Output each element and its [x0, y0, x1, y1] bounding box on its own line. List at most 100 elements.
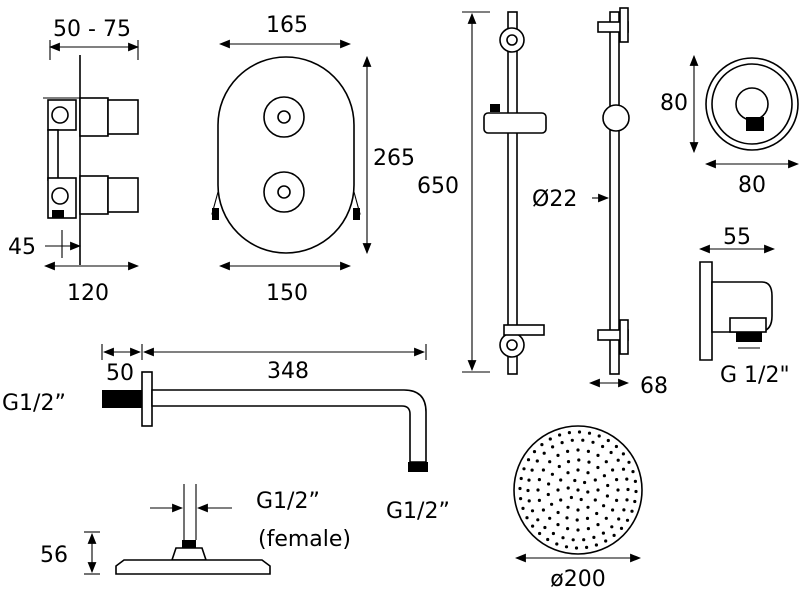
nozzle-dot — [546, 537, 550, 542]
dim-head-thread: G1/2” (female) — [150, 484, 351, 552]
nozzle-dot — [626, 487, 630, 492]
nozzle-dot — [566, 471, 570, 475]
nozzle-dot — [576, 468, 580, 472]
nozzle-dot — [585, 545, 589, 550]
nozzle-dot — [519, 497, 523, 501]
nozzle-dot — [566, 486, 570, 490]
nozzle-dot — [610, 525, 614, 529]
dim-plate-height: 265 — [362, 55, 415, 255]
dim-plate-width-top: 165 — [218, 13, 352, 49]
nozzle-dot — [567, 431, 572, 435]
nozzle-dot — [551, 531, 556, 536]
nozzle-dot — [535, 459, 539, 463]
nozzle-dot — [586, 471, 590, 475]
nozzle-dot — [625, 518, 630, 522]
nozzle-dot — [630, 509, 634, 513]
outlet-height-label: 80 — [660, 91, 688, 116]
dim-head-height: 56 — [40, 531, 100, 575]
nozzle-dot — [541, 468, 546, 472]
nozzle-dot — [532, 450, 537, 454]
nozzle-dot — [530, 468, 534, 472]
nozzle-dot — [566, 460, 571, 464]
nozzle-dot — [616, 488, 620, 492]
dim-head-diameter: ø200 — [514, 553, 642, 592]
nozzle-dot — [625, 477, 629, 481]
valve-side-view — [43, 55, 139, 265]
nozzle-dot — [596, 465, 600, 470]
dim-rail-projection: 68 — [588, 374, 668, 399]
nozzle-dot — [560, 441, 564, 445]
nozzle-dot — [556, 453, 560, 457]
nozzle-dot — [576, 528, 580, 532]
nozzle-dot — [537, 478, 542, 482]
nozzle-dot — [559, 498, 563, 502]
dim-arm-flange: 50 — [101, 344, 143, 386]
valve-depth-label: 50 - 75 — [53, 17, 131, 42]
nozzle-dot — [538, 531, 542, 536]
arm-outlet-thread-label: G1/2” — [386, 499, 450, 524]
nozzle-dot — [594, 543, 599, 547]
nozzle-dot — [531, 524, 535, 528]
nozzle-dot — [556, 488, 560, 492]
dim-arm-length: 348 — [142, 344, 427, 384]
dim-plate-width-bottom: 150 — [218, 261, 352, 306]
nozzle-dot — [556, 523, 560, 527]
nozzle-dot — [548, 437, 552, 441]
nozzle-dot — [542, 451, 546, 455]
nozzle-dot — [527, 478, 531, 482]
nozzle-dot — [583, 480, 587, 485]
nozzle-dot — [586, 490, 590, 494]
shower-arm — [102, 371, 428, 472]
elbow-depth-label: 55 — [723, 225, 751, 250]
nozzle-dot — [614, 444, 619, 449]
nozzle-dot — [519, 476, 523, 481]
nozzle-dot — [573, 478, 577, 483]
nozzle-dot — [621, 467, 626, 471]
rail-length-label: 650 — [417, 174, 459, 199]
nozzle-dot — [586, 527, 591, 531]
nozzle-dot — [565, 516, 569, 520]
riser-rail-front — [483, 11, 547, 375]
nozzle-dot — [536, 488, 540, 492]
nozzle-dot — [577, 458, 581, 462]
nozzle-dot — [571, 538, 575, 542]
nozzle-dot — [579, 497, 583, 502]
nozzle-dot — [622, 508, 626, 512]
nozzle-dot — [634, 489, 638, 494]
dim-outlet-width: 80 — [704, 159, 800, 198]
head-thread-label: G1/2” — [256, 489, 320, 514]
nozzle-dot — [586, 449, 591, 453]
nozzle-dot — [619, 526, 624, 531]
dim-outlet-height: 80 — [660, 54, 699, 154]
nozzle-dot — [543, 525, 547, 530]
nozzle-dot — [587, 460, 591, 464]
nozzle-dot — [557, 464, 561, 469]
nozzle-dot — [604, 539, 608, 543]
nozzle-dot — [537, 498, 542, 502]
nozzle-dot — [547, 482, 551, 486]
outlet-width-label: 80 — [738, 173, 766, 198]
riser-rail-side — [597, 7, 630, 375]
wall-elbow-side — [699, 261, 773, 361]
nozzle-dot — [587, 431, 592, 435]
dim-valve-offset: 45 — [8, 235, 82, 260]
nozzle-dot — [616, 458, 620, 462]
nozzle-dot — [522, 467, 526, 471]
dim-rail-diameter: Ø22 — [532, 187, 610, 212]
nozzle-dot — [530, 509, 535, 513]
nozzle-dot — [605, 494, 610, 498]
dim-rail-length: 650 — [417, 11, 490, 373]
nozzle-dot — [633, 499, 637, 504]
nozzle-dot — [561, 536, 565, 540]
nozzle-dot — [581, 438, 585, 442]
nozzle-dot — [596, 488, 600, 492]
nozzle-dot — [536, 518, 540, 522]
dim-elbow-thread: G 1/2" — [720, 347, 790, 388]
nozzle-dot — [566, 505, 570, 509]
nozzle-dot — [576, 488, 580, 492]
nozzle-dot — [633, 479, 638, 483]
nozzle-dot — [526, 458, 531, 462]
nozzle-dot — [577, 430, 582, 434]
rail-projection-label: 68 — [640, 374, 668, 399]
